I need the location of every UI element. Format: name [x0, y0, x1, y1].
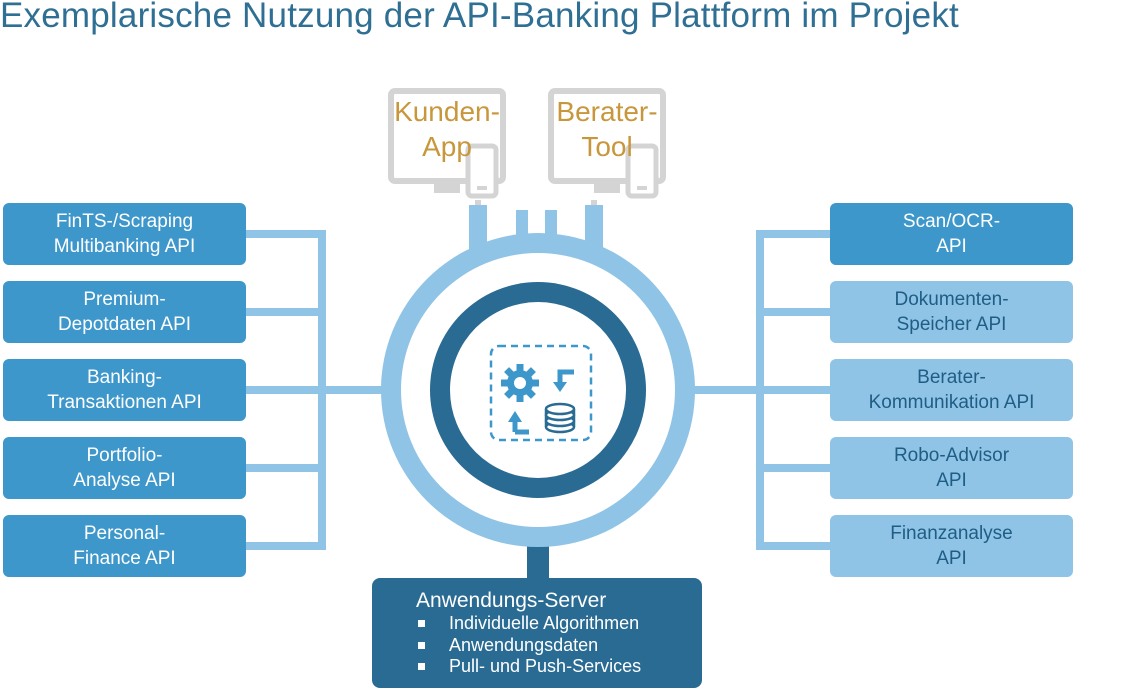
api-label-line2: API [936, 236, 967, 257]
api-box-dokumenten-speicher: Dokumenten- Speicher API [830, 281, 1073, 343]
api-box-banking-transaktionen: Banking- Transaktionen API [3, 359, 246, 421]
api-label-line2: Multibanking API [53, 236, 196, 257]
monitor-phone-icon [548, 88, 666, 199]
api-label-line1: Premium- [83, 289, 166, 310]
api-label-line1: Banking- [87, 367, 162, 388]
api-label-line2: API [936, 470, 967, 491]
api-box-berater-kommunikation: Berater- Kommunikation API [830, 359, 1073, 421]
gear-database-sync-icon [489, 344, 593, 442]
api-label-line1: Scan/OCR- [902, 211, 1001, 232]
api-label-line1: Berater- [917, 367, 986, 388]
client-label-line2: App [422, 131, 472, 162]
api-box-portfolio-analyse: Portfolio- Analyse API [3, 437, 246, 499]
api-label-line2: Speicher API [896, 314, 1007, 335]
api-label-line1: FinTS-/Scraping [55, 211, 194, 232]
client-kunden-app: Kunden- App [388, 88, 506, 200]
list-item: Anwendungsdaten [416, 635, 641, 657]
list-item: Individuelle Algorithmen [416, 613, 641, 635]
client-label-line1: Berater- [556, 96, 658, 127]
bullet-icon [418, 620, 425, 627]
server-feature-label: Anwendungsdaten [449, 634, 599, 655]
api-label-line2: Depotdaten API [57, 314, 192, 335]
api-box-robo-advisor: Robo-Advisor API [830, 437, 1073, 499]
server-title: Anwendungs-Server [416, 589, 607, 612]
api-label-line2: Transaktionen API [47, 392, 202, 413]
client-label-line1: Kunden- [394, 96, 500, 127]
bullet-icon [418, 641, 425, 649]
bullet-icon [418, 663, 425, 670]
left-connectors [246, 230, 384, 550]
api-box-scan-ocr: Scan/OCR- API [830, 203, 1073, 265]
server-feature-label: Individuelle Algorithmen [449, 613, 640, 633]
api-box-fints-scraping: FinTS-/Scraping Multibanking API [3, 203, 246, 265]
api-box-premium-depotdaten: Premium- Depotdaten API [3, 281, 246, 343]
api-label-line1: Robo-Advisor [893, 445, 1010, 466]
client-label-line2: Tool [581, 131, 633, 162]
monitor-phone-icon [388, 88, 506, 199]
server-feature-label: Pull- und Push-Services [449, 656, 642, 676]
api-label-line2: Finance API [73, 548, 176, 569]
application-server-box: Anwendungs-Server Individuelle Algorithm… [372, 578, 702, 688]
api-label-line1: Dokumenten- [894, 289, 1009, 310]
page-title: Exemplarische Nutzung der API-Banking Pl… [0, 0, 959, 35]
api-label-line2: Analyse API [73, 470, 176, 491]
api-box-personal-finance: Personal- Finance API [3, 515, 246, 577]
hub-core [450, 302, 626, 478]
list-item: Pull- und Push-Services [416, 656, 641, 678]
client-berater-tool: Berater- Tool [548, 88, 666, 200]
server-feature-list: Individuelle Algorithmen Anwendungsdaten… [416, 613, 641, 678]
api-box-finanzanalyse: Finanzanalyse API [830, 515, 1073, 577]
api-label-line1: Finanzanalyse [890, 523, 1013, 544]
api-label-line2: Kommunikation API [868, 392, 1035, 413]
right-connectors [694, 230, 830, 550]
api-label-line2: API [936, 548, 967, 569]
api-label-line1: Personal- [83, 523, 166, 544]
api-label-line1: Portfolio- [86, 445, 163, 466]
